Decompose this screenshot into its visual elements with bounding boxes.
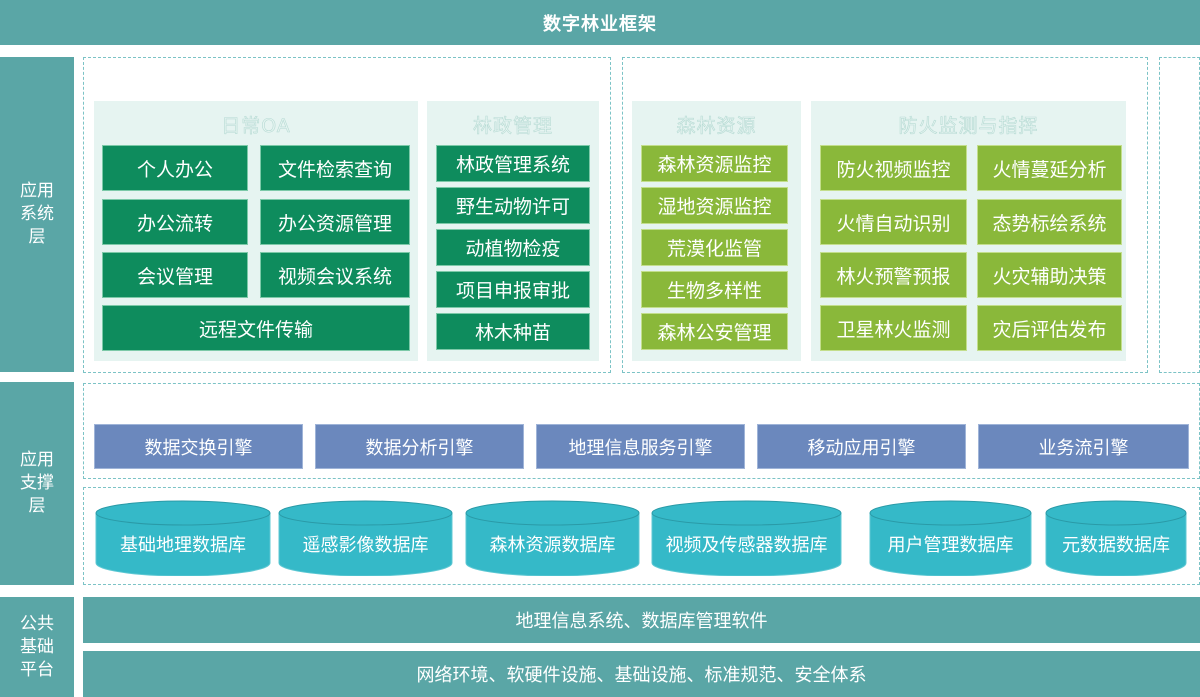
database-cylinder[interactable]: 用户管理数据库 (869, 500, 1032, 576)
database-cylinder[interactable]: 视频及传感器数据库 (651, 500, 842, 576)
layer-label-support: 应用 支撑 层 (0, 382, 74, 585)
database-label: 用户管理数据库 (887, 535, 1014, 556)
resources-item[interactable]: 荒漠化监管 (641, 229, 788, 266)
database-label: 遥感影像数据库 (302, 535, 429, 556)
database-cylinder[interactable]: 元数据数据库 (1045, 500, 1187, 576)
fire-item[interactable]: 灾后评估发布 (977, 305, 1122, 351)
database-label: 视频及传感器数据库 (665, 535, 828, 556)
oa-item[interactable]: 会议管理 (102, 252, 248, 298)
admin-item[interactable]: 林木种苗 (436, 313, 590, 350)
layer-label-application: 应用 系统 层 (0, 57, 74, 372)
oa-item[interactable]: 个人办公 (102, 145, 248, 191)
panel-fire-title: 防火监测与指挥 (898, 115, 1039, 138)
group-resources-fire (622, 57, 1148, 373)
layer-label-platform: 公共 基础 平台 (0, 597, 74, 697)
database-icon (95, 500, 271, 576)
admin-item[interactable]: 林政管理系统 (436, 145, 590, 182)
oa-item[interactable]: 文件检索查询 (260, 145, 410, 191)
fire-item[interactable]: 火灾辅助决策 (977, 252, 1122, 298)
panel-fire: 防火监测与指挥 防火视频监控 火情蔓延分析 火情自动识别 态势标绘系统 林火预警… (811, 101, 1126, 361)
engine-item[interactable]: 移动应用引擎 (757, 424, 966, 469)
panel-admin-title: 林政管理 (472, 115, 553, 138)
engine-item[interactable]: 业务流引擎 (978, 424, 1189, 469)
oa-item[interactable]: 视频会议系统 (260, 252, 410, 298)
engine-item[interactable]: 数据分析引擎 (315, 424, 524, 469)
database-cylinder[interactable]: 基础地理数据库 (95, 500, 271, 576)
resources-item[interactable]: 湿地资源监控 (641, 187, 788, 224)
database-icon (278, 500, 453, 576)
diagram-title: 数字林业框架 (0, 0, 1200, 45)
fire-item[interactable]: 林火预警预报 (820, 252, 967, 298)
fire-item[interactable]: 火情蔓延分析 (977, 145, 1122, 191)
engine-item[interactable]: 地理信息服务引擎 (536, 424, 745, 469)
panel-oa: 日常OA 个人办公 文件检索查询 办公流转 办公资源管理 会议管理 视频会议系统… (94, 101, 418, 361)
group-extra (1159, 57, 1200, 373)
oa-item[interactable]: 办公资源管理 (260, 199, 410, 245)
panel-admin: 林政管理 林政管理系统 野生动物许可 动植物检疫 项目申报审批 林木种苗 (427, 101, 599, 361)
fire-item[interactable]: 火情自动识别 (820, 199, 967, 245)
platform-row-infrastructure: 网络环境、软硬件设施、基础设施、标准规范、安全体系 (83, 651, 1200, 697)
fire-item[interactable]: 防火视频监控 (820, 145, 967, 191)
panel-resources: 森林资源 森林资源监控 湿地资源监控 荒漠化监管 生物多样性 森林公安管理 (632, 101, 801, 361)
database-icon (651, 500, 842, 576)
database-label: 元数据数据库 (1062, 535, 1170, 556)
platform-row-software: 地理信息系统、数据库管理软件 (83, 597, 1200, 643)
resources-item[interactable]: 森林资源监控 (641, 145, 788, 182)
panel-oa-title: 日常OA (221, 115, 291, 138)
admin-item[interactable]: 野生动物许可 (436, 187, 590, 224)
database-icon (1045, 500, 1187, 576)
panel-resources-title: 森林资源 (676, 115, 757, 138)
oa-item[interactable]: 办公流转 (102, 199, 248, 245)
fire-item[interactable]: 态势标绘系统 (977, 199, 1122, 245)
database-icon (869, 500, 1032, 576)
engine-item[interactable]: 数据交换引擎 (94, 424, 303, 469)
database-cylinder[interactable]: 森林资源数据库 (465, 500, 640, 576)
resources-item[interactable]: 森林公安管理 (641, 313, 788, 350)
admin-item[interactable]: 动植物检疫 (436, 229, 590, 266)
database-label: 森林资源数据库 (489, 535, 616, 556)
resources-item[interactable]: 生物多样性 (641, 271, 788, 308)
fire-item[interactable]: 卫星林火监测 (820, 305, 967, 351)
admin-item[interactable]: 项目申报审批 (436, 271, 590, 308)
database-label: 基础地理数据库 (120, 535, 246, 556)
database-icon (465, 500, 640, 576)
oa-item[interactable]: 远程文件传输 (102, 305, 410, 351)
database-cylinder[interactable]: 遥感影像数据库 (278, 500, 453, 576)
group-oa-admin (83, 57, 611, 373)
